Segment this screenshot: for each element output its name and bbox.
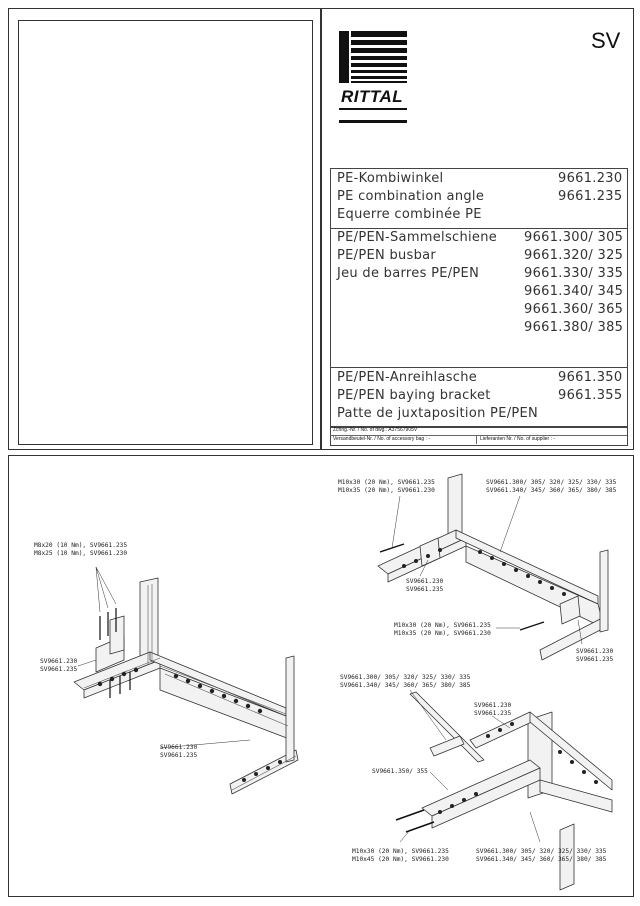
bracket-number: 9661.355 (558, 388, 623, 403)
rittal-logo: RITTAL (339, 31, 407, 127)
label-line: SV9661.300/ 305/ 320/ 325/ 330/ 335 (486, 479, 617, 486)
label-line: M8x25 (10 Nm), SV9661.230 (34, 549, 128, 557)
label-line: SV9661.300/ 305/ 320/ 325/ 330/ 335 (340, 674, 471, 681)
bracket-name-fr: Patte de juxtaposition PE/PEN (337, 406, 539, 421)
busbar-number: 9661.340/ 345 (524, 284, 624, 299)
kombiwinkel-number: 9661.235 (558, 189, 623, 204)
label-line: SV9661.230 (160, 744, 198, 751)
label-line: SV9661.235 (160, 751, 198, 759)
label-line: SV9661.235 (474, 709, 512, 717)
left-angle-bottom-label: SV9661.230 SV9661.235 (160, 744, 197, 759)
label-line: SV9661.230 (406, 578, 444, 585)
product-list-box (330, 168, 628, 428)
busbar-name-fr: Jeu de barres PE/PEN (337, 266, 480, 281)
left-angle-top-label: SV9661.230 SV9661.235 (40, 658, 77, 673)
bracket-name-en: PE/PEN baying bracket (337, 388, 491, 403)
tr-busbar-label: SV9661.300/ 305/ 320/ 325/ 330/ 335 SV96… (486, 479, 616, 494)
bracket-number: 9661.350 (558, 370, 623, 385)
label-line: M10x45 (20 Nm), SV9661.230 (352, 855, 449, 863)
language-code: SV (591, 28, 621, 53)
top-left-panel (8, 8, 322, 450)
busbar-number: 9661.330/ 335 (524, 266, 624, 281)
busbar-number: 9661.380/ 385 (524, 320, 624, 335)
kombiwinkel-name-en: PE combination angle (337, 189, 485, 204)
br-bracket-label: SV9661.350/ 355 (372, 768, 428, 776)
label-line: SV9661.235 (406, 585, 444, 593)
tr-angle-right-label: SV9661.230 SV9661.235 (576, 648, 613, 663)
busbar-number: 9661.360/ 365 (524, 302, 624, 317)
label-line: SV9661.230 (576, 648, 614, 655)
br-busbar-bottom-label: SV9661.300/ 305/ 320/ 325/ 330/ 335 SV96… (476, 848, 606, 863)
busbar-number: 9661.300/ 305 (524, 230, 624, 245)
br-screw-label: M10x30 (20 Nm), SV9661.235 M10x45 (20 Nm… (352, 848, 449, 863)
label-line: SV9661.340/ 345/ 360/ 365/ 380/ 385 (486, 486, 617, 494)
br-busbar-label: SV9661.300/ 305/ 320/ 325/ 330/ 335 SV96… (340, 674, 470, 689)
label-line: M10x35 (20 Nm), SV9661.230 (394, 629, 491, 637)
bracket-name-de: PE/PEN-Anreihlasche (337, 370, 478, 385)
logo-mark-graphic (339, 31, 407, 123)
footer-row-divider (330, 435, 627, 436)
drawing-number: Zchng.-Nr. / No. of dwg.: A37567905V (333, 427, 418, 433)
divider-2 (330, 367, 627, 368)
blank-placeholder-box (18, 20, 313, 445)
kombiwinkel-name-fr: Equerre combinée PE (337, 207, 482, 222)
label-line: SV9661.230 (474, 702, 512, 709)
accessory-bag-number: Versandbeutel-Nr. / No. of accessory bag… (333, 436, 430, 442)
busbar-number: 9661.320/ 325 (524, 248, 624, 263)
label-line: M10x35 (20 Nm), SV9661.230 (338, 486, 435, 494)
br-angle-label: SV9661.230 SV9661.235 (474, 702, 511, 717)
busbar-name-de: PE/PEN-Sammelschiene (337, 230, 498, 245)
label-line: SV9661.230 (40, 658, 78, 665)
label-line: M10x30 (20 Nm), SV9661.235 (338, 479, 435, 486)
label-line: SV9661.350/ 355 (372, 768, 428, 775)
left-screw-label: M8x20 (10 Nm), SV9661.235 M8x25 (10 Nm),… (34, 542, 127, 557)
kombiwinkel-name-de: PE-Kombiwinkel (337, 171, 444, 186)
label-line: SV9661.235 (40, 665, 78, 673)
label-line: SV9661.235 (576, 655, 614, 663)
tr-screw-label: M10x30 (20 Nm), SV9661.235 M10x35 (20 Nm… (338, 479, 435, 494)
divider-1 (330, 228, 627, 229)
label-line: M10x30 (20 Nm), SV9661.235 (352, 848, 449, 855)
logo-wordmark: RITTAL (341, 87, 404, 106)
top-right-panel (320, 8, 634, 450)
kombiwinkel-number: 9661.230 (558, 171, 623, 186)
tr-screw2-label: M10x30 (20 Nm), SV9661.235 M10x35 (20 Nm… (394, 622, 491, 637)
footer-table (330, 426, 628, 446)
label-line: M10x30 (20 Nm), SV9661.235 (394, 622, 491, 629)
supplier-number: Lieferanten Nr. / No. of supplier : - (480, 436, 556, 442)
drawing-panel (8, 455, 634, 897)
footer-col-divider (476, 435, 477, 444)
label-line: SV9661.340/ 345/ 360/ 365/ 380/ 385 (476, 855, 607, 863)
busbar-name-en: PE/PEN busbar (337, 248, 437, 263)
tr-angle-mid-label: SV9661.230 SV9661.235 (406, 578, 443, 593)
label-line: SV9661.300/ 305/ 320/ 325/ 330/ 335 (476, 848, 607, 855)
label-line: SV9661.340/ 345/ 360/ 365/ 380/ 385 (340, 681, 471, 689)
label-line: M8x20 (10 Nm), SV9661.235 (34, 542, 128, 549)
